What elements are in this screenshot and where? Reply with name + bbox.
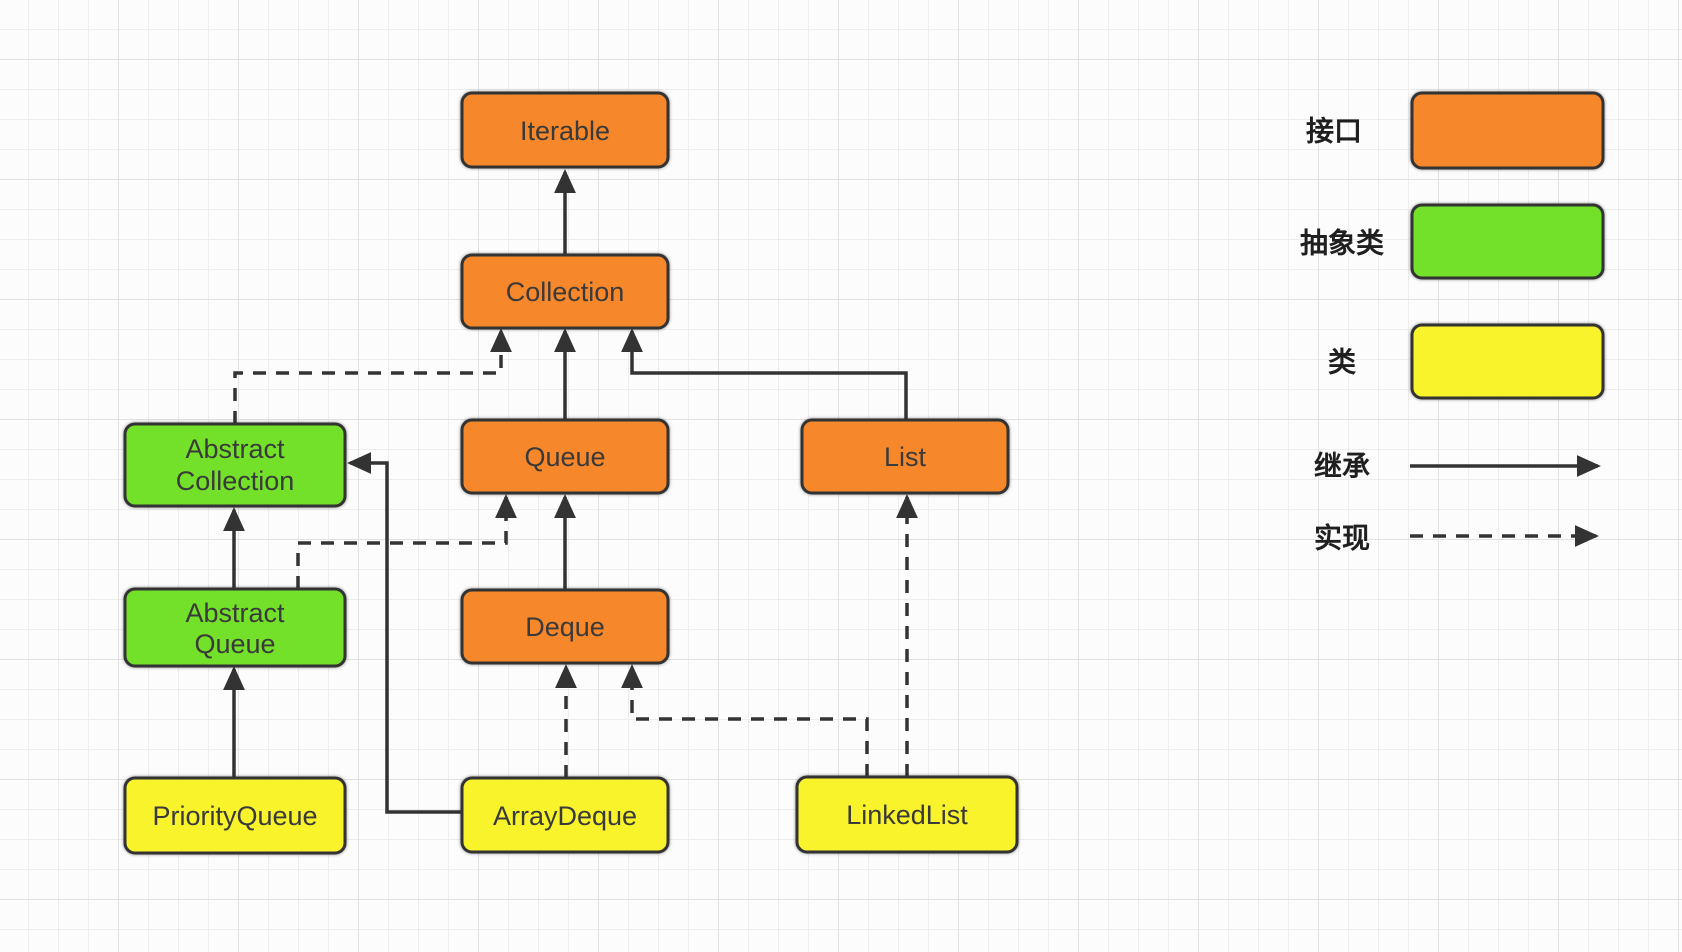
node-iterable[interactable]: Iterable <box>460 91 670 169</box>
legend-implement-label: 实现 <box>1314 522 1370 554</box>
node-deque-label: Deque <box>525 612 605 642</box>
node-collection[interactable]: Collection <box>460 253 670 330</box>
edge-abstractqueue-queue[interactable] <box>296 494 517 589</box>
legend-abstract-class-label: 抽象类 <box>1300 227 1384 259</box>
node-list-label: List <box>884 442 927 472</box>
legend-interface-swatch[interactable] <box>1410 91 1605 170</box>
node-abstract-queue-label-line2: Queue <box>194 629 275 659</box>
edge-linkedlist-deque[interactable] <box>621 664 869 777</box>
node-abstract-queue[interactable]: Abstract Queue <box>123 587 347 668</box>
node-linked-list-label: LinkedList <box>846 800 968 830</box>
node-abstract-collection[interactable]: Abstract Collection <box>123 422 347 508</box>
node-collection-label: Collection <box>506 277 625 307</box>
node-queue[interactable]: Queue <box>460 418 670 495</box>
node-priority-queue[interactable]: PriorityQueue <box>123 776 347 855</box>
legend-inherit-label: 继承 <box>1314 450 1370 482</box>
edge-arraydeque-abstractcollection[interactable] <box>347 452 462 814</box>
node-queue-label: Queue <box>524 442 605 472</box>
edges-layer <box>223 169 918 814</box>
edge-list-collection[interactable] <box>621 328 908 420</box>
node-linked-list[interactable]: LinkedList <box>795 775 1019 854</box>
node-priority-queue-label: PriorityQueue <box>152 801 317 831</box>
legend: 接口 抽象类 类 继承 实现 <box>1300 91 1605 554</box>
node-deque[interactable]: Deque <box>460 588 670 665</box>
node-abstract-collection-label-line1: Abstract <box>185 434 285 464</box>
legend-class-label: 类 <box>1328 347 1356 378</box>
node-abstract-queue-label-line1: Abstract <box>185 598 285 628</box>
node-iterable-label: Iterable <box>520 116 610 146</box>
node-abstract-collection-label-line2: Collection <box>176 466 295 496</box>
legend-class-swatch[interactable] <box>1410 323 1605 400</box>
node-array-deque-label: ArrayDeque <box>493 801 637 831</box>
node-list[interactable]: List <box>800 418 1010 495</box>
legend-interface-label: 接口 <box>1306 116 1362 147</box>
edge-abstractcollection-collection[interactable] <box>233 328 512 424</box>
legend-abstract-class-swatch[interactable] <box>1410 203 1605 280</box>
node-array-deque[interactable]: ArrayDeque <box>460 776 670 854</box>
